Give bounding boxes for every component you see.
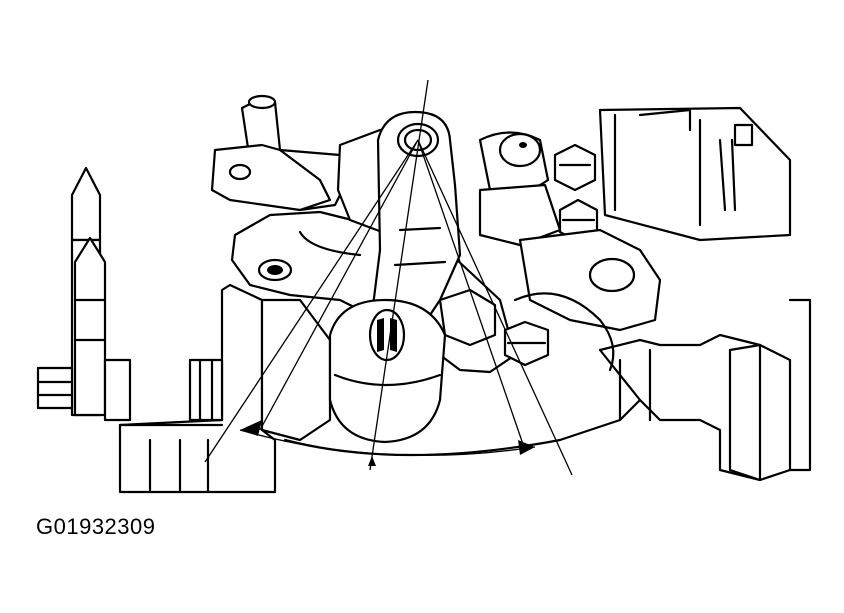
link-arm bbox=[328, 110, 462, 444]
left-studs bbox=[36, 166, 224, 422]
reference-lines bbox=[204, 79, 573, 476]
pipe-bracket bbox=[210, 94, 352, 212]
figure-id-label: G01932309 bbox=[36, 514, 156, 539]
housing-casting bbox=[118, 283, 812, 494]
